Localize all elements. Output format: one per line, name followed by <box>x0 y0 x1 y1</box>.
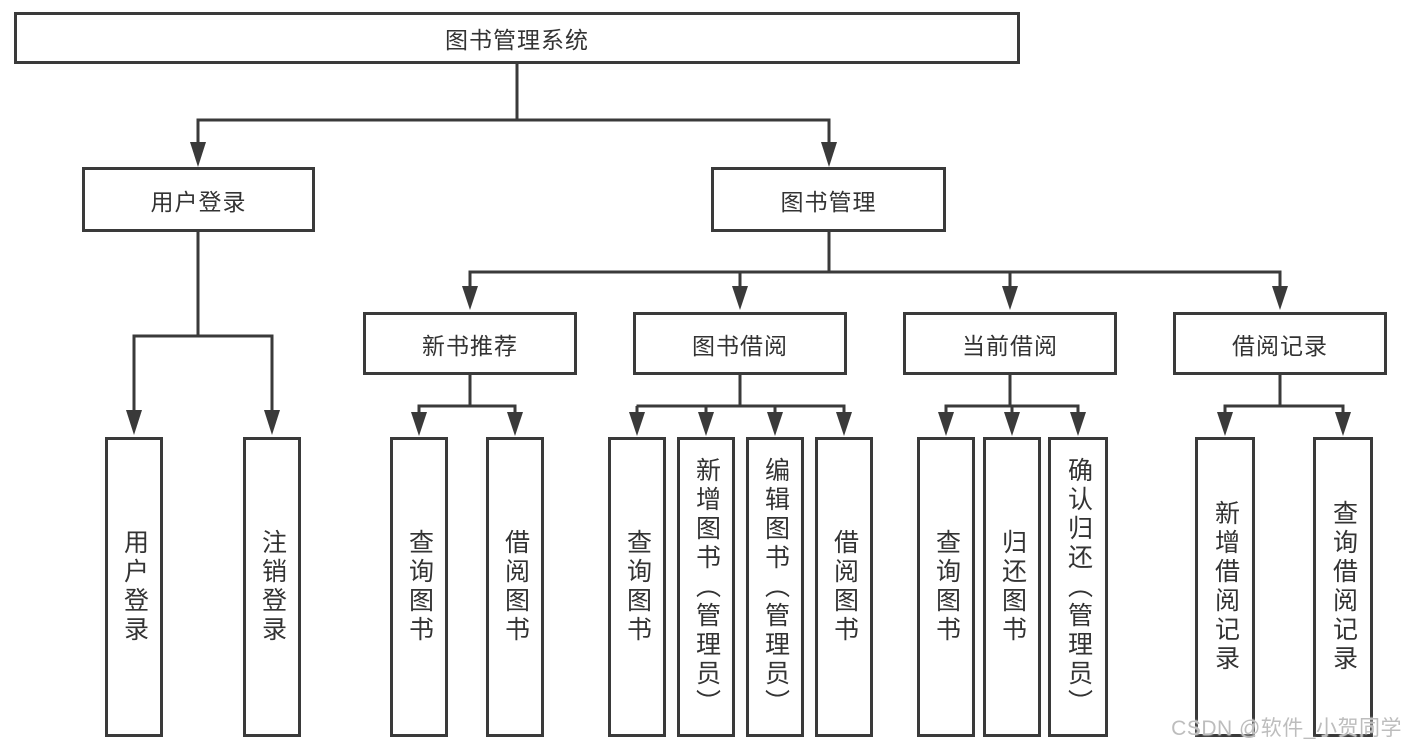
leaf-borrow-query-books: 查询图书 <box>608 437 666 737</box>
leaf-recommend-query-books: 查询图书 <box>390 437 448 737</box>
leaf-borrow-edit-book-admin: 编辑图书（管理员） <box>746 437 804 737</box>
node-user-login: 用户登录 <box>82 167 315 232</box>
leaf-records-query-record: 查询借阅记录 <box>1313 437 1373 737</box>
leaf-current-return-books: 归还图书 <box>983 437 1041 737</box>
node-new-book-recommend: 新书推荐 <box>363 312 577 375</box>
node-book-borrow: 图书借阅 <box>633 312 847 375</box>
leaf-user-login: 用户登录 <box>105 437 163 737</box>
leaf-current-confirm-return-admin: 确认归还（管理员） <box>1048 437 1108 737</box>
leaf-borrow-add-book-admin: 新增图书（管理员） <box>677 437 735 737</box>
node-library-management-system: 图书管理系统 <box>14 12 1020 64</box>
node-borrow-records: 借阅记录 <box>1173 312 1387 375</box>
leaf-current-query-books: 查询图书 <box>917 437 975 737</box>
leaf-borrow-borrow-books: 借阅图书 <box>815 437 873 737</box>
leaf-records-add-record: 新增借阅记录 <box>1195 437 1255 737</box>
leaf-recommend-borrow-books: 借阅图书 <box>486 437 544 737</box>
csdn-watermark: CSDN @软件_小贺同学 <box>1171 717 1402 740</box>
node-book-management: 图书管理 <box>711 167 946 232</box>
leaf-logout-login: 注销登录 <box>243 437 301 737</box>
node-current-borrow: 当前借阅 <box>903 312 1117 375</box>
arrowheads <box>126 142 1351 436</box>
